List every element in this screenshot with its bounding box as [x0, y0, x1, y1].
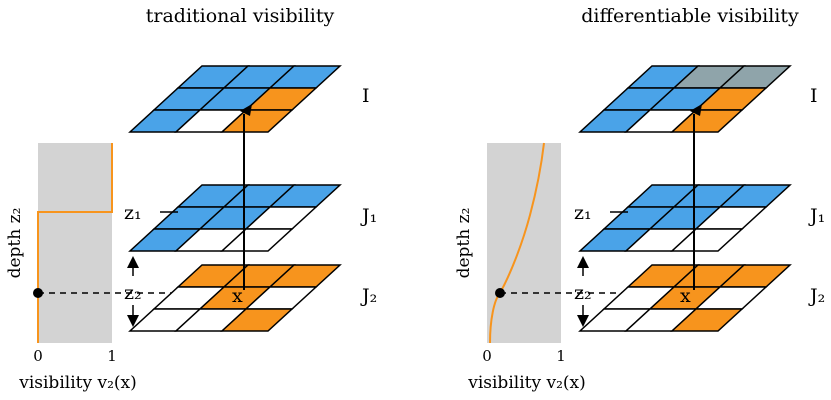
y-axis-label: depth z₂ [5, 208, 25, 279]
layer-j2-grid [578, 264, 792, 332]
label-image: I [810, 85, 818, 107]
layer-j1-grid [128, 184, 342, 252]
grid-cell [670, 308, 744, 332]
ray-arrowhead [240, 104, 252, 116]
layer-j2-grid [128, 264, 342, 332]
plot-background [38, 143, 112, 343]
panel-title: differentiable visibility [581, 5, 799, 27]
plot-background [487, 143, 561, 343]
tick-1: 1 [107, 347, 117, 365]
point-label: x [680, 285, 691, 307]
visibility-curve [37, 143, 113, 343]
label-image: I [362, 85, 370, 107]
point-label: x [232, 285, 243, 307]
grid-cell [670, 109, 744, 133]
depth-point [495, 288, 505, 298]
panel-traditional: traditional visibility 0 1 visibility v₂… [5, 5, 377, 393]
x-axis-label: visibility v₂(x) [467, 373, 586, 393]
z2-label: z₂ [574, 282, 592, 304]
panel-title: traditional visibility [146, 5, 335, 27]
grid-cell [220, 308, 294, 332]
layer-image-grid [578, 65, 792, 133]
z1-label: z₁ [574, 202, 592, 224]
layer-j1-grid [578, 184, 792, 252]
tick-0: 0 [33, 347, 43, 365]
grid-cell [670, 228, 744, 252]
grid-cell [220, 228, 294, 252]
layer-image-grid [128, 65, 342, 133]
visibility-curve [489, 142, 545, 344]
label-j2: J₂ [360, 285, 377, 307]
visibility-plot: 0 1 visibility v₂(x) depth z₂ [454, 142, 630, 393]
depth-point [33, 288, 43, 298]
label-j2: J₂ [808, 285, 825, 307]
tick-0: 0 [482, 347, 492, 365]
label-j1: J₁ [360, 205, 377, 227]
grid-cell [220, 109, 294, 133]
label-j1: J₁ [808, 205, 825, 227]
tick-1: 1 [556, 347, 566, 365]
visibility-plot: 0 1 visibility v₂(x) depth z₂ [5, 143, 180, 393]
x-axis-label: visibility v₂(x) [18, 373, 137, 393]
z1-label: z₁ [124, 202, 142, 224]
y-axis-label: depth z₂ [454, 208, 474, 279]
z2-label: z₂ [124, 282, 142, 304]
ray-arrowhead [690, 104, 702, 116]
panel-differentiable: differentiable visibility 0 1 visibility… [454, 5, 825, 393]
